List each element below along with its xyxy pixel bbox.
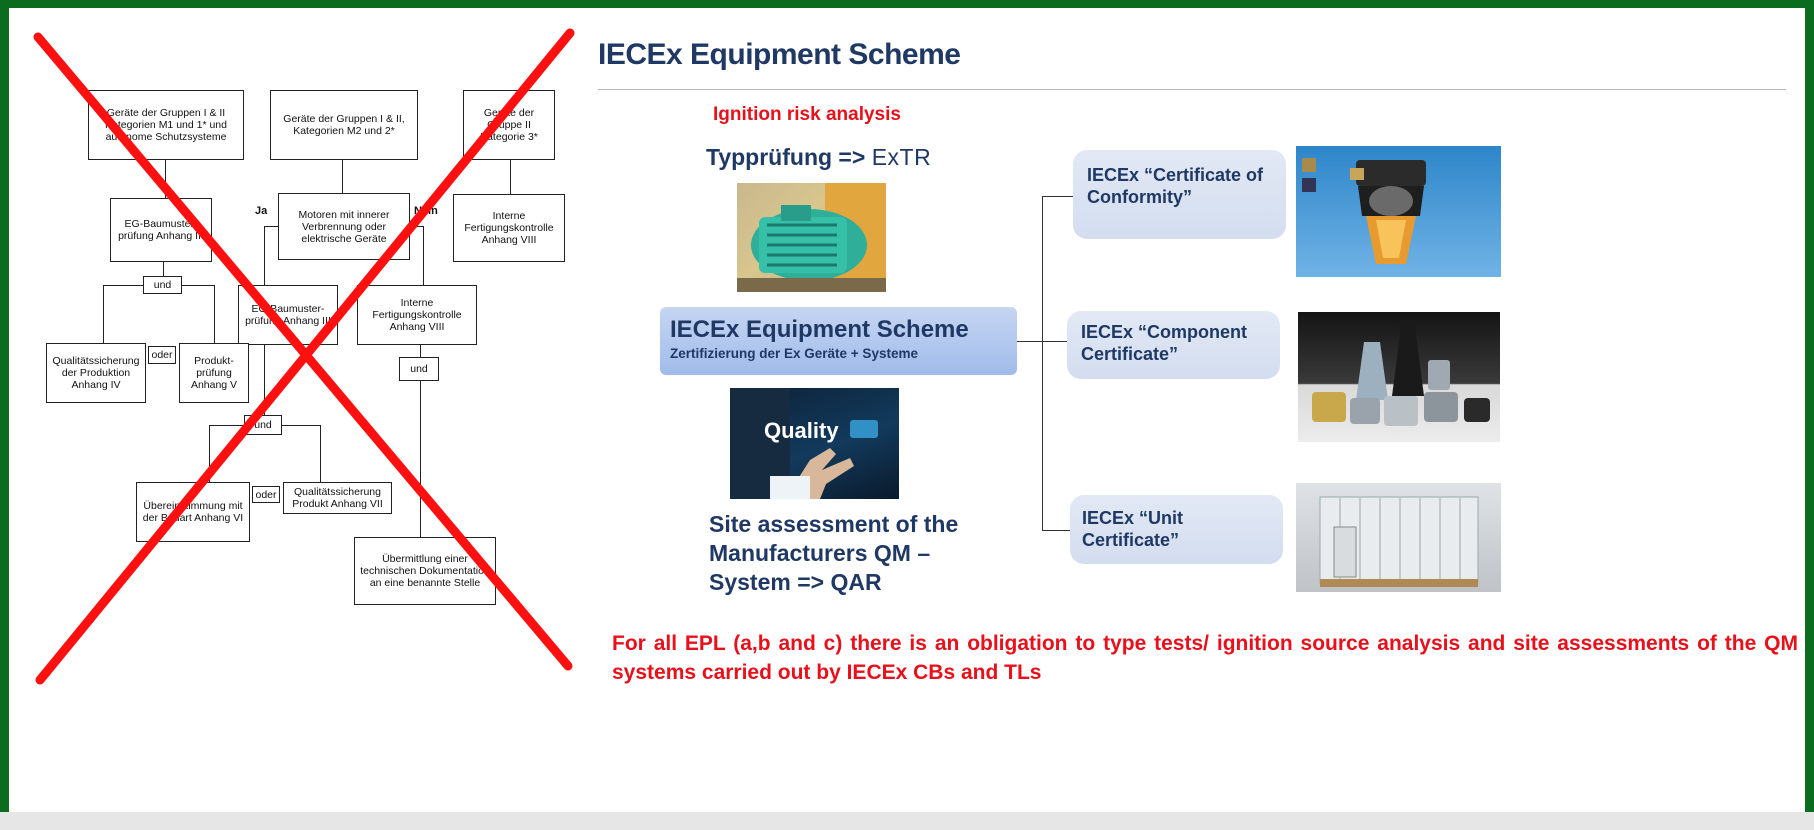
- scheme-title: IECEx Equipment Scheme: [598, 38, 961, 71]
- flow-line: [163, 262, 164, 276]
- flow-box: Übereinstimmung mit der Bauart Anhang VI: [136, 482, 250, 542]
- flow-line: [320, 425, 321, 482]
- flow-box: Qualitätssicherung Produkt Anhang VII: [283, 482, 392, 514]
- components-photo: [1298, 312, 1500, 442]
- center-box-title: IECEx Equipment Scheme: [670, 316, 969, 343]
- flow-line: [420, 345, 421, 357]
- flow-box: Qualitätssicherung der Produktion Anhang…: [46, 343, 146, 403]
- quality-photo: Quality: [730, 388, 899, 499]
- flow-line: [264, 345, 265, 415]
- motor-photo: [737, 183, 886, 292]
- cable-gland-components-icon: [1312, 320, 1490, 426]
- or-box: oder: [252, 486, 280, 503]
- lamp-photo: [1296, 146, 1501, 277]
- center-box-subtitle: Zertifizierung der Ex Geräte + Systeme: [670, 346, 918, 361]
- flow-line: [209, 425, 210, 482]
- ignition-risk-label: Ignition risk analysis: [713, 104, 901, 125]
- equipment-scheme-box: IECEx Equipment Scheme Zertifizierung de…: [660, 307, 1017, 375]
- tree-line: [1042, 341, 1068, 342]
- type-test-line: Typprüfung => ExTR: [706, 144, 931, 171]
- flow-line: [165, 160, 166, 198]
- flow-line: [420, 381, 421, 537]
- site-line: Manufacturers QM –: [709, 540, 931, 566]
- explosion-proof-lamp-icon: [1302, 158, 1426, 264]
- tree-line: [1042, 196, 1075, 197]
- flow-line: [264, 226, 278, 227]
- flow-line: [103, 285, 104, 343]
- tree-line: [1042, 196, 1043, 530]
- unit-container-icon: [1319, 496, 1479, 587]
- electric-motor-icon: [737, 183, 886, 292]
- site-assessment-text: Site assessment of the Manufacturers QM …: [709, 510, 958, 597]
- flow-box: Produkt-prüfung Anhang V: [179, 343, 249, 403]
- tree-line: [1042, 530, 1070, 531]
- red-cross-icon: [33, 28, 575, 685]
- and-box: und: [399, 357, 439, 381]
- quality-text: Quality: [764, 418, 839, 443]
- flow-box: Interne Fertigungskontrolle Anhang VIII: [453, 194, 565, 262]
- unit-certificate-box: IECEx “Unit Certificate”: [1070, 495, 1283, 564]
- tree-line: [1017, 341, 1042, 342]
- site-line: System => QAR: [709, 569, 882, 595]
- footer-note: For all EPL (a,b and c) there is an obli…: [612, 632, 1798, 684]
- quality-hand-icon: [730, 388, 878, 499]
- flow-line: [264, 226, 265, 286]
- crossed-out-flowchart: Geräte der Gruppen I & II Kategorien M1 …: [0, 0, 600, 830]
- extr-label: ExTR: [871, 144, 932, 170]
- flow-line: [103, 285, 143, 286]
- flow-line: [282, 425, 320, 426]
- container-photo: [1296, 483, 1501, 592]
- yes-label: Ja: [255, 205, 268, 217]
- flow-line: [342, 160, 343, 193]
- or-box: oder: [148, 346, 176, 364]
- component-certificate-box: IECEx “Component Certificate”: [1067, 311, 1280, 379]
- flow-box: Interne Fertigungskontrolle Anhang VIII: [357, 285, 477, 345]
- bottom-strip: [0, 812, 1814, 830]
- flow-line: [209, 425, 244, 426]
- and-box: und: [143, 276, 182, 294]
- title-divider: [598, 89, 1786, 90]
- type-test-label: Typprüfung =>: [706, 144, 872, 170]
- certificate-of-conformity-box: IECEx “Certificate of Conformity”: [1073, 150, 1286, 239]
- flow-box: Geräte der Gruppen I & II, Kategorien M2…: [270, 90, 418, 160]
- flow-line: [423, 226, 424, 286]
- site-line: Site assessment of the: [709, 511, 959, 537]
- flow-line: [214, 285, 215, 343]
- flow-line: [182, 285, 215, 286]
- flow-line: [510, 160, 511, 194]
